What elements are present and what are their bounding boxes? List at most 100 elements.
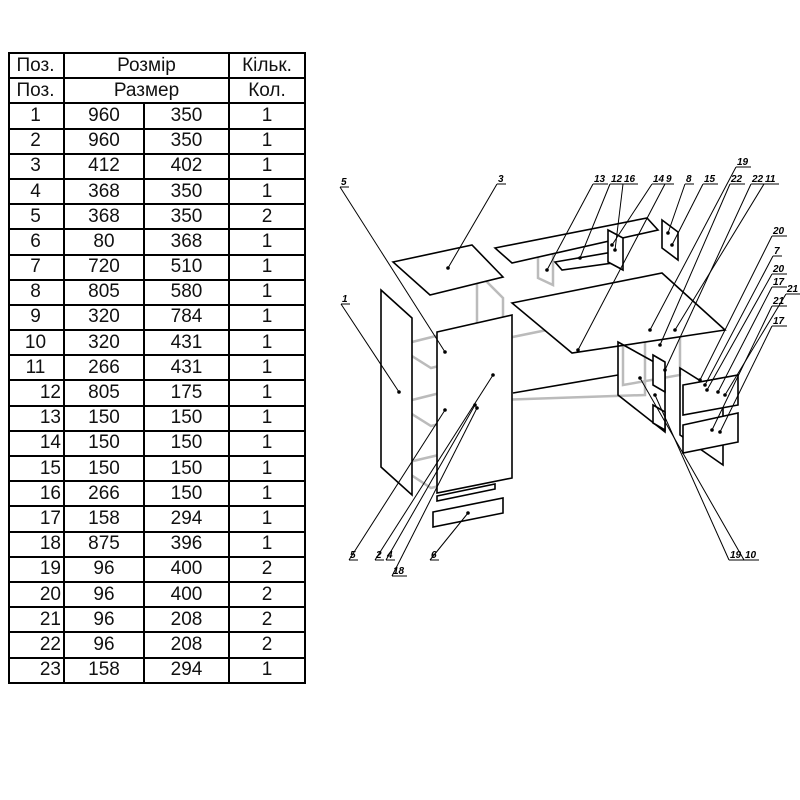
callout-label: 3 [498, 174, 504, 185]
header-row-ua: Поз. Розмір Кільк. [8, 51, 306, 80]
leader-line [664, 183, 752, 371]
cell-size-b: 431 [143, 354, 230, 382]
cell-size-a: 150 [63, 429, 145, 458]
header-size: Размер [63, 77, 230, 105]
leader-line [706, 273, 773, 391]
leader-line [348, 409, 446, 561]
drawer-front-19-upper [652, 353, 666, 394]
cell-size-a: 412 [63, 152, 145, 180]
cell-pos: 21 [8, 606, 65, 634]
cell-size-a: 96 [63, 580, 145, 609]
cell-size-a: 96 [63, 555, 145, 583]
cell-pos: 20 [8, 580, 65, 609]
cell-qty: 1 [228, 404, 306, 432]
leader-dot [397, 390, 401, 394]
leader-line [671, 183, 704, 246]
cell-size-a: 320 [63, 303, 145, 332]
leader-line [340, 303, 400, 393]
visible-parts [380, 217, 739, 528]
leader-line [611, 183, 653, 246]
callout-label: 13 [594, 174, 606, 185]
cell-qty: 2 [228, 203, 306, 231]
cell-size-a: 320 [63, 329, 145, 357]
header-pos: Поз. [8, 77, 65, 105]
cell-pos: 11 [8, 354, 65, 382]
cell-qty: 1 [228, 303, 306, 332]
header-qty: Кол. [228, 77, 306, 105]
leader-line [546, 183, 594, 271]
header-pos: Поз. [8, 51, 65, 80]
leader-dot [716, 390, 720, 394]
leader-line [659, 183, 731, 346]
cell-qty: 2 [228, 580, 306, 609]
cell-qty: 1 [228, 480, 306, 508]
cell-pos: 18 [8, 530, 65, 558]
cell-pos: 12 [8, 379, 65, 407]
callout-label: 5 [341, 177, 347, 188]
callout-label: 4 [386, 550, 393, 561]
cell-size-a: 80 [63, 228, 145, 256]
callout-label: 19 [737, 157, 749, 168]
leader-dot [705, 388, 709, 392]
callout-label: 15 [704, 174, 716, 185]
leader-line [724, 293, 787, 396]
header-qty: Кільк. [228, 51, 306, 80]
cell-size-b: 784 [143, 303, 230, 332]
cell-size-a: 805 [63, 278, 145, 306]
leader-dot [466, 511, 470, 515]
cell-size-b: 396 [143, 530, 230, 558]
leader-dot [710, 428, 714, 432]
cell-qty: 1 [228, 177, 306, 206]
cell-size-a: 150 [63, 404, 145, 432]
cell-size-a: 96 [63, 631, 145, 659]
cell-size-a: 368 [63, 203, 145, 231]
cell-size-a: 158 [63, 505, 145, 533]
leader-line [447, 183, 498, 269]
leader-dot [698, 378, 702, 382]
cell-size-a: 266 [63, 480, 145, 508]
cell-size-a: 158 [63, 656, 145, 684]
cell-pos: 23 [8, 656, 65, 684]
cell-pos: 17 [8, 505, 65, 533]
cell-pos: 16 [8, 480, 65, 508]
callout-label: 11 [765, 174, 776, 185]
cell-pos: 9 [8, 303, 65, 332]
cell-qty: 1 [228, 127, 306, 155]
cell-pos: 14 [8, 429, 65, 458]
leader-dot [658, 343, 662, 347]
callout-label: 16 [624, 174, 636, 185]
desktop-8 [510, 272, 727, 354]
panel-15 [661, 218, 679, 262]
leader-dot [613, 248, 617, 252]
leader-dot [491, 373, 495, 377]
leader-line [667, 183, 686, 234]
cell-qty: 1 [228, 354, 306, 382]
leader-line [711, 305, 773, 431]
leader-line [577, 183, 666, 351]
cell-size-b: 208 [143, 631, 230, 659]
header-size: Розмір [63, 51, 230, 80]
callout-label: 20 [772, 264, 785, 275]
cell-size-b: 294 [143, 656, 230, 684]
leader-dot [703, 383, 707, 387]
cell-size-a: 150 [63, 454, 145, 483]
cell-size-b: 175 [143, 379, 230, 407]
leader-dot [648, 328, 652, 332]
cell-size-b: 350 [143, 177, 230, 206]
callout-label: 17 [773, 277, 785, 288]
cell-size-a: 96 [63, 606, 145, 634]
cell-size-a: 960 [63, 127, 145, 155]
cell-pos: 5 [8, 203, 65, 231]
cell-pos: 4 [8, 177, 65, 206]
cell-qty: 1 [228, 152, 306, 180]
